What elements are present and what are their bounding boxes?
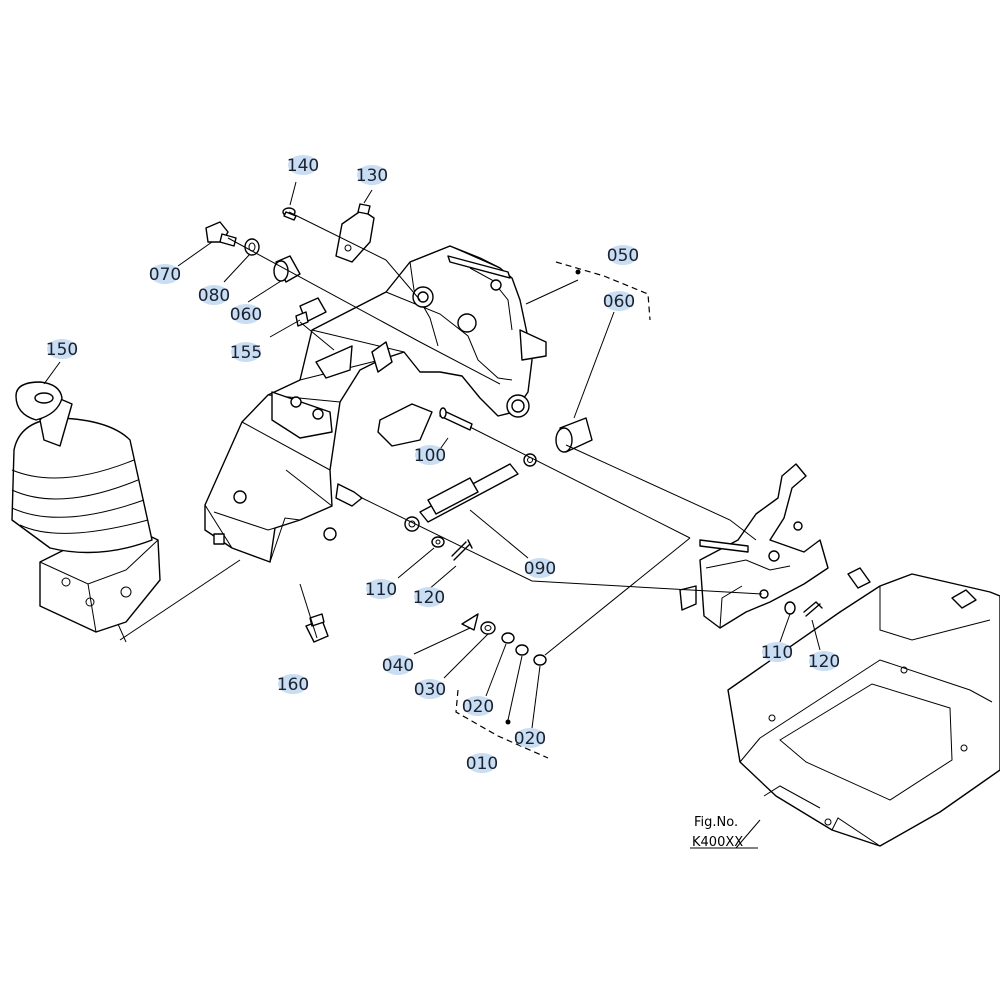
callout-060: 060 bbox=[603, 291, 635, 312]
callouts: 140 130 070 080 060 155 150 050 bbox=[46, 155, 840, 774]
callout-160: 160 bbox=[277, 674, 309, 695]
svg-text:120: 120 bbox=[808, 652, 840, 672]
callout-130: 130 bbox=[356, 165, 388, 186]
callout-140: 140 bbox=[287, 155, 319, 176]
floor-bracket bbox=[679, 463, 1000, 847]
gas-spring bbox=[404, 453, 537, 532]
svg-text:110: 110 bbox=[365, 580, 397, 600]
svg-text:020: 020 bbox=[514, 729, 546, 749]
svg-text:070: 070 bbox=[149, 265, 181, 285]
callout-020: 020 bbox=[514, 728, 546, 749]
callout-010: 010 bbox=[466, 753, 498, 774]
callout-070: 070 bbox=[149, 264, 181, 285]
callout-120: 120 bbox=[413, 587, 445, 608]
assembly-brackets bbox=[455, 261, 651, 759]
svg-text:160: 160 bbox=[277, 675, 309, 695]
svg-text:150: 150 bbox=[46, 340, 78, 360]
callout-050: 050 bbox=[607, 245, 639, 266]
svg-text:020: 020 bbox=[462, 697, 494, 717]
svg-text:050: 050 bbox=[607, 246, 639, 266]
svg-text:155: 155 bbox=[230, 343, 262, 363]
callout-080: 080 bbox=[198, 285, 230, 306]
svg-text:040: 040 bbox=[382, 656, 414, 676]
callout-090: 090 bbox=[524, 558, 556, 579]
callout-155: 155 bbox=[230, 342, 262, 363]
callout-150: 150 bbox=[46, 339, 78, 360]
figure-label: Fig.No. bbox=[694, 815, 738, 830]
callout-060: 060 bbox=[230, 304, 262, 325]
callout-120: 120 bbox=[808, 651, 840, 672]
callout-030: 030 bbox=[414, 679, 446, 700]
callout-040: 040 bbox=[382, 655, 414, 676]
svg-text:110: 110 bbox=[761, 643, 793, 663]
svg-text:130: 130 bbox=[356, 166, 388, 186]
figure-reference: Fig.No. K400XX bbox=[692, 815, 743, 850]
svg-text:140: 140 bbox=[287, 156, 319, 176]
joystick-assembly bbox=[11, 381, 161, 633]
svg-text:010: 010 bbox=[466, 754, 498, 774]
svg-text:090: 090 bbox=[524, 559, 556, 579]
callout-100: 100 bbox=[414, 445, 446, 466]
svg-text:100: 100 bbox=[414, 446, 446, 466]
svg-text:080: 080 bbox=[198, 286, 230, 306]
svg-text:060: 060 bbox=[230, 305, 262, 325]
console-frame bbox=[204, 245, 547, 563]
svg-text:060: 060 bbox=[603, 292, 635, 312]
leader-lines bbox=[43, 181, 821, 849]
svg-text:030: 030 bbox=[414, 680, 446, 700]
svg-text:120: 120 bbox=[413, 588, 445, 608]
callout-020: 020 bbox=[462, 696, 494, 717]
figure-number: K400XX bbox=[692, 835, 743, 850]
callout-110: 110 bbox=[365, 579, 397, 600]
callout-110: 110 bbox=[761, 642, 793, 663]
